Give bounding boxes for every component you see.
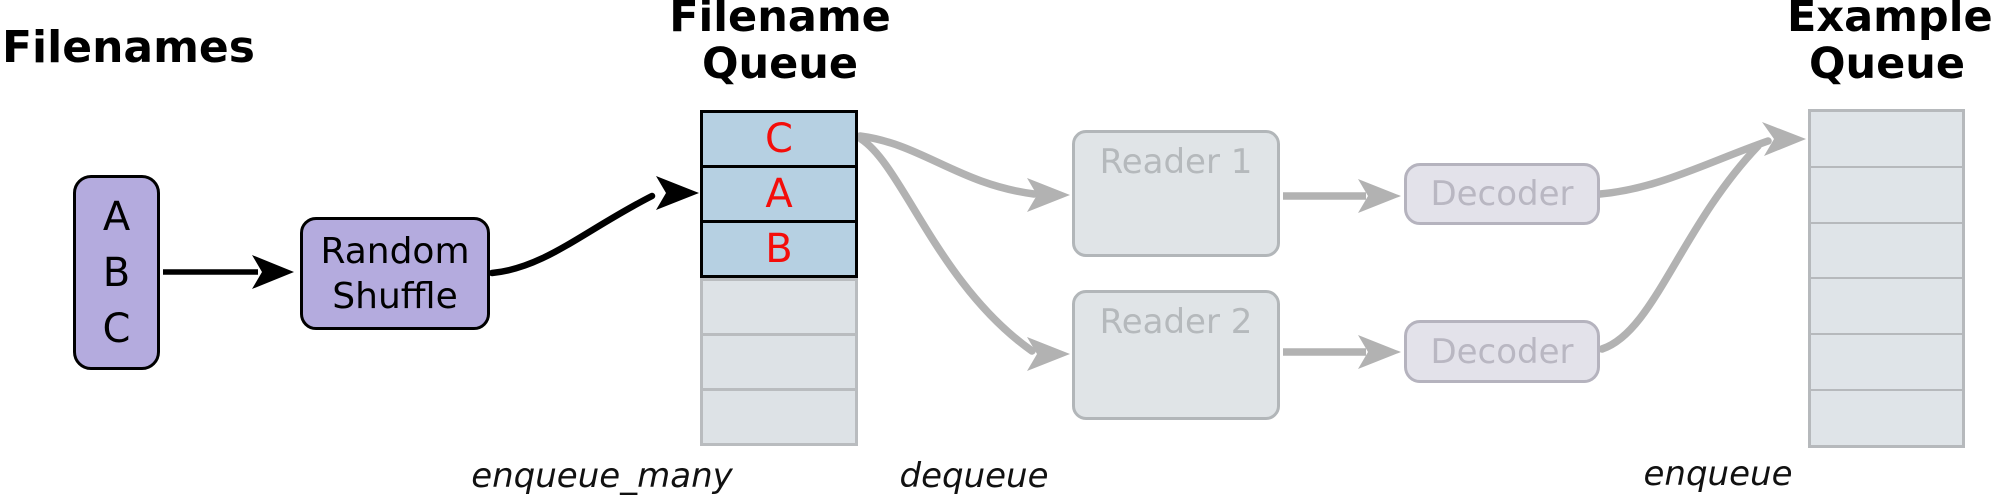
- decoder2-to-example-queue-arrow: [1598, 142, 1762, 353]
- decoder2-label: Decoder: [1430, 331, 1574, 372]
- queue-to-reader1-arrow: [856, 132, 1070, 212]
- enqueue-arrowhead: [1762, 122, 1806, 156]
- enqueue-many-label: enqueue_many: [471, 456, 733, 495]
- filenames-title: Filenames: [2, 22, 255, 73]
- filename-queue-empty-cells: [700, 278, 858, 446]
- filename-queue-title: Filename Queue: [620, 0, 940, 88]
- filenames-to-shuffle-arrow: [163, 255, 294, 289]
- filenames-list-box: A B C: [73, 175, 160, 370]
- filename-queue-cell-1: C: [765, 116, 793, 162]
- filename-item-b: B: [102, 249, 131, 296]
- filename-queue-empty-cell: [703, 281, 855, 333]
- enqueue-label: enqueue: [1643, 454, 1793, 494]
- example-queue-empty-cell: [1811, 277, 1962, 333]
- filename-queue-empty-cell: [703, 388, 855, 443]
- filename-queue-title-line1: Filename: [669, 0, 891, 42]
- decoder1-to-example-queue-arrow: [1596, 137, 1772, 198]
- random-shuffle-label-line1: Random: [320, 230, 470, 272]
- example-queue-title: Example Queue: [1787, 0, 1991, 89]
- random-shuffle-box: Random Shuffle: [300, 217, 490, 330]
- random-shuffle-label-line2: Shuffle: [332, 275, 458, 317]
- filename-queue-empty-cell: [703, 333, 855, 388]
- filename-queue-title-line2: Queue: [701, 39, 859, 89]
- example-queue-empty-cell: [1811, 221, 1962, 278]
- example-queue-empty-cell: [1811, 165, 1962, 222]
- dequeue-label: dequeue: [899, 456, 1049, 495]
- shuffle-to-queue-arrow: [488, 176, 699, 277]
- reader1-to-decoder1-arrow: [1283, 179, 1401, 213]
- filename-queue-cell-2: A: [703, 165, 855, 220]
- filename-item-a: A: [102, 193, 131, 240]
- reader1-label: Reader 1: [1099, 142, 1253, 182]
- example-queue-empty-cell: [1811, 112, 1962, 166]
- filename-queue-cell-3: B: [703, 220, 855, 275]
- filename-item-c: C: [102, 305, 131, 352]
- example-queue-title-line2: Queue: [1808, 39, 1966, 89]
- example-queue-empty-cell: [1811, 389, 1962, 445]
- example-queue-empty-cell: [1811, 333, 1962, 389]
- reader2-to-decoder2-arrow: [1283, 335, 1401, 369]
- reader1-box: Reader 1: [1072, 130, 1280, 257]
- example-queue-title-line1: Example: [1787, 0, 1991, 42]
- decoder1-box: Decoder: [1404, 163, 1600, 225]
- filename-queue-filled-cells: C A B: [700, 110, 858, 278]
- queue-to-reader2-arrow: [857, 135, 1070, 371]
- reader2-label: Reader 2: [1099, 302, 1253, 342]
- decoder2-box: Decoder: [1404, 320, 1600, 383]
- reader2-box: Reader 2: [1072, 290, 1280, 420]
- example-queue: [1808, 109, 1965, 448]
- decoder1-label: Decoder: [1430, 174, 1574, 214]
